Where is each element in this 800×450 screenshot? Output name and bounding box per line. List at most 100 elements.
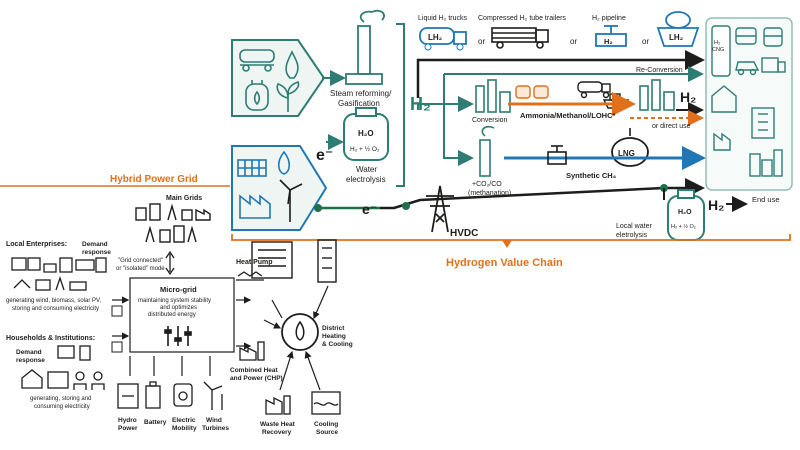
electric-mobility-icon xyxy=(173,383,193,407)
chp-label-2: and Power (CHP) xyxy=(230,375,283,382)
pipeline-icon xyxy=(595,25,627,47)
local-h2o-formula: H₂O xyxy=(678,209,692,216)
households-label: Households & Institutions: xyxy=(6,335,95,342)
industry-icon xyxy=(713,132,731,151)
wind-label-1: Wind xyxy=(206,417,222,424)
h2-pipeline-badge: H₂ xyxy=(604,37,613,46)
hydro-label-1: Hydro xyxy=(118,417,137,424)
end-use-box xyxy=(705,17,793,191)
co2-label: +CO₂/CO xyxy=(472,181,502,188)
waste-heat-icon xyxy=(265,395,291,415)
solar-panel-icon xyxy=(237,159,267,177)
or-label-2: or xyxy=(570,37,577,46)
synthetic-ch4-label: Synthetic CH₄ xyxy=(566,171,617,180)
main-grids-icon xyxy=(135,203,211,243)
wind-label-2: Turbines xyxy=(202,425,229,432)
train-icon xyxy=(763,27,783,47)
source-renewable-chevron xyxy=(231,145,328,231)
tower-building-icon xyxy=(317,239,337,283)
grid-mode-label-2: or "isolated" mode xyxy=(116,266,165,272)
cooling-source-icon xyxy=(311,391,341,415)
le-demand-label-2: response xyxy=(82,249,111,256)
factory-icon xyxy=(239,194,271,219)
tanker-truck-icon xyxy=(577,81,611,99)
ammonia-label: Ammonia/Methanol/LOHC* xyxy=(520,111,616,120)
reconversion-plant-icon xyxy=(639,79,675,111)
heat-pump-icon xyxy=(236,271,264,281)
chp-plant-icon xyxy=(239,341,265,361)
hh-desc-1: generating, storing and xyxy=(30,396,91,402)
valve-icon xyxy=(547,145,567,165)
local-enterprises-icons xyxy=(11,257,107,291)
households-icons xyxy=(21,345,105,390)
storage-drums-icon xyxy=(515,85,549,99)
or-label-1: or xyxy=(478,37,485,46)
hybrid-power-grid-title: Hybrid Power Grid xyxy=(110,174,198,185)
local-enterprises-label: Local Enterprises: xyxy=(6,241,67,248)
battery-icon xyxy=(145,381,161,409)
battery-label: Battery xyxy=(144,419,167,426)
water-electrolysis-label-2: electrolysis xyxy=(346,175,386,184)
h2-cng-label-2: CNG xyxy=(712,47,724,53)
electric-label-2: Mobility xyxy=(172,425,197,432)
microgrid-title: Micro-grid xyxy=(160,285,197,294)
hydro-power-icon xyxy=(117,383,139,409)
main-grids-label: Main Grids xyxy=(166,195,202,202)
le-desc-1: generating wind, biomass, solar PV, xyxy=(6,298,101,304)
hh-demand-label-2: response xyxy=(16,357,45,364)
lng-label: LNG xyxy=(618,149,635,158)
lh2-badge: LH₂ xyxy=(428,33,443,42)
steam-reforming-label: Steam reforming/ xyxy=(330,89,392,98)
h2-half-o2-formula: H₂ + ½ O₂ xyxy=(350,145,380,153)
lh2-trucks-label: Liquid H₂ trucks xyxy=(418,15,468,22)
hydro-label-2: Power xyxy=(118,425,138,432)
wind-turbines-icon xyxy=(203,381,223,410)
grid-mode-label-1: "Grid connected" xyxy=(118,258,163,264)
microgrid-desc-2: and optimizes xyxy=(160,305,197,311)
h2-end-label: H₂ xyxy=(708,197,724,213)
methanation-label: (methanation) xyxy=(468,190,511,197)
hh-desc-2: consuming electricity xyxy=(34,404,90,410)
meter-icon-1 xyxy=(111,305,123,317)
local-h2-half-o2-formula: H₂ + ½ O₂ xyxy=(671,223,696,230)
lh2-ship-badge: LH₂ xyxy=(669,33,684,42)
plant-icon xyxy=(276,81,300,112)
cooling-label-1: Cooling xyxy=(314,421,338,428)
gasification-label: Gasification xyxy=(338,99,380,108)
le-desc-2: storing and consuming electricity xyxy=(12,306,99,312)
hh-demand-label-1: Demand xyxy=(16,349,42,356)
grid-node-1 xyxy=(314,204,322,212)
house-icon xyxy=(711,85,737,113)
water-electrolysis-label-1: Water xyxy=(356,165,377,174)
bus-icon xyxy=(735,27,757,45)
steam-reforming-plant-icon xyxy=(345,9,385,85)
value-chain-bracket xyxy=(231,234,791,241)
tube-trailers-label: Compressed H₂ tube trailers xyxy=(478,15,566,22)
or-direct-use-label: or direct use xyxy=(652,123,691,130)
end-use-label: End use xyxy=(752,195,780,204)
or-label-3: or xyxy=(642,37,649,46)
gas-flame-icon xyxy=(285,50,299,79)
district-heating-icon xyxy=(281,313,319,351)
waste-label-2: Recovery xyxy=(262,429,292,436)
hydrogen-value-chain-title: Hydrogen Value Chain xyxy=(446,257,563,269)
electron-label-1: e⁻ xyxy=(316,147,333,164)
heat-pump-label: Heat Pump xyxy=(236,259,273,266)
microgrid-desc-3: distributed energy xyxy=(148,312,196,318)
hvdc-label: HVDC xyxy=(450,228,478,239)
hvdc-line xyxy=(380,178,705,210)
gas-bottle-icon xyxy=(245,80,269,111)
h2-cng-label-1: H₂ xyxy=(714,40,720,46)
microgrid-desc-1: maintaining system stability xyxy=(138,298,211,304)
grid-node-2 xyxy=(402,202,410,210)
local-electrolyser-icon xyxy=(667,189,705,241)
ship-icon xyxy=(656,11,700,47)
electrolyser-icon xyxy=(343,107,389,161)
waste-label-1: Waste Heat xyxy=(260,421,296,428)
wind-turbine-icon xyxy=(279,179,303,222)
district-label-1: District xyxy=(322,325,345,332)
office-building-icon xyxy=(751,107,775,139)
meter-icon-2 xyxy=(111,341,123,353)
chp-label-1: Combined Heat xyxy=(230,367,279,374)
